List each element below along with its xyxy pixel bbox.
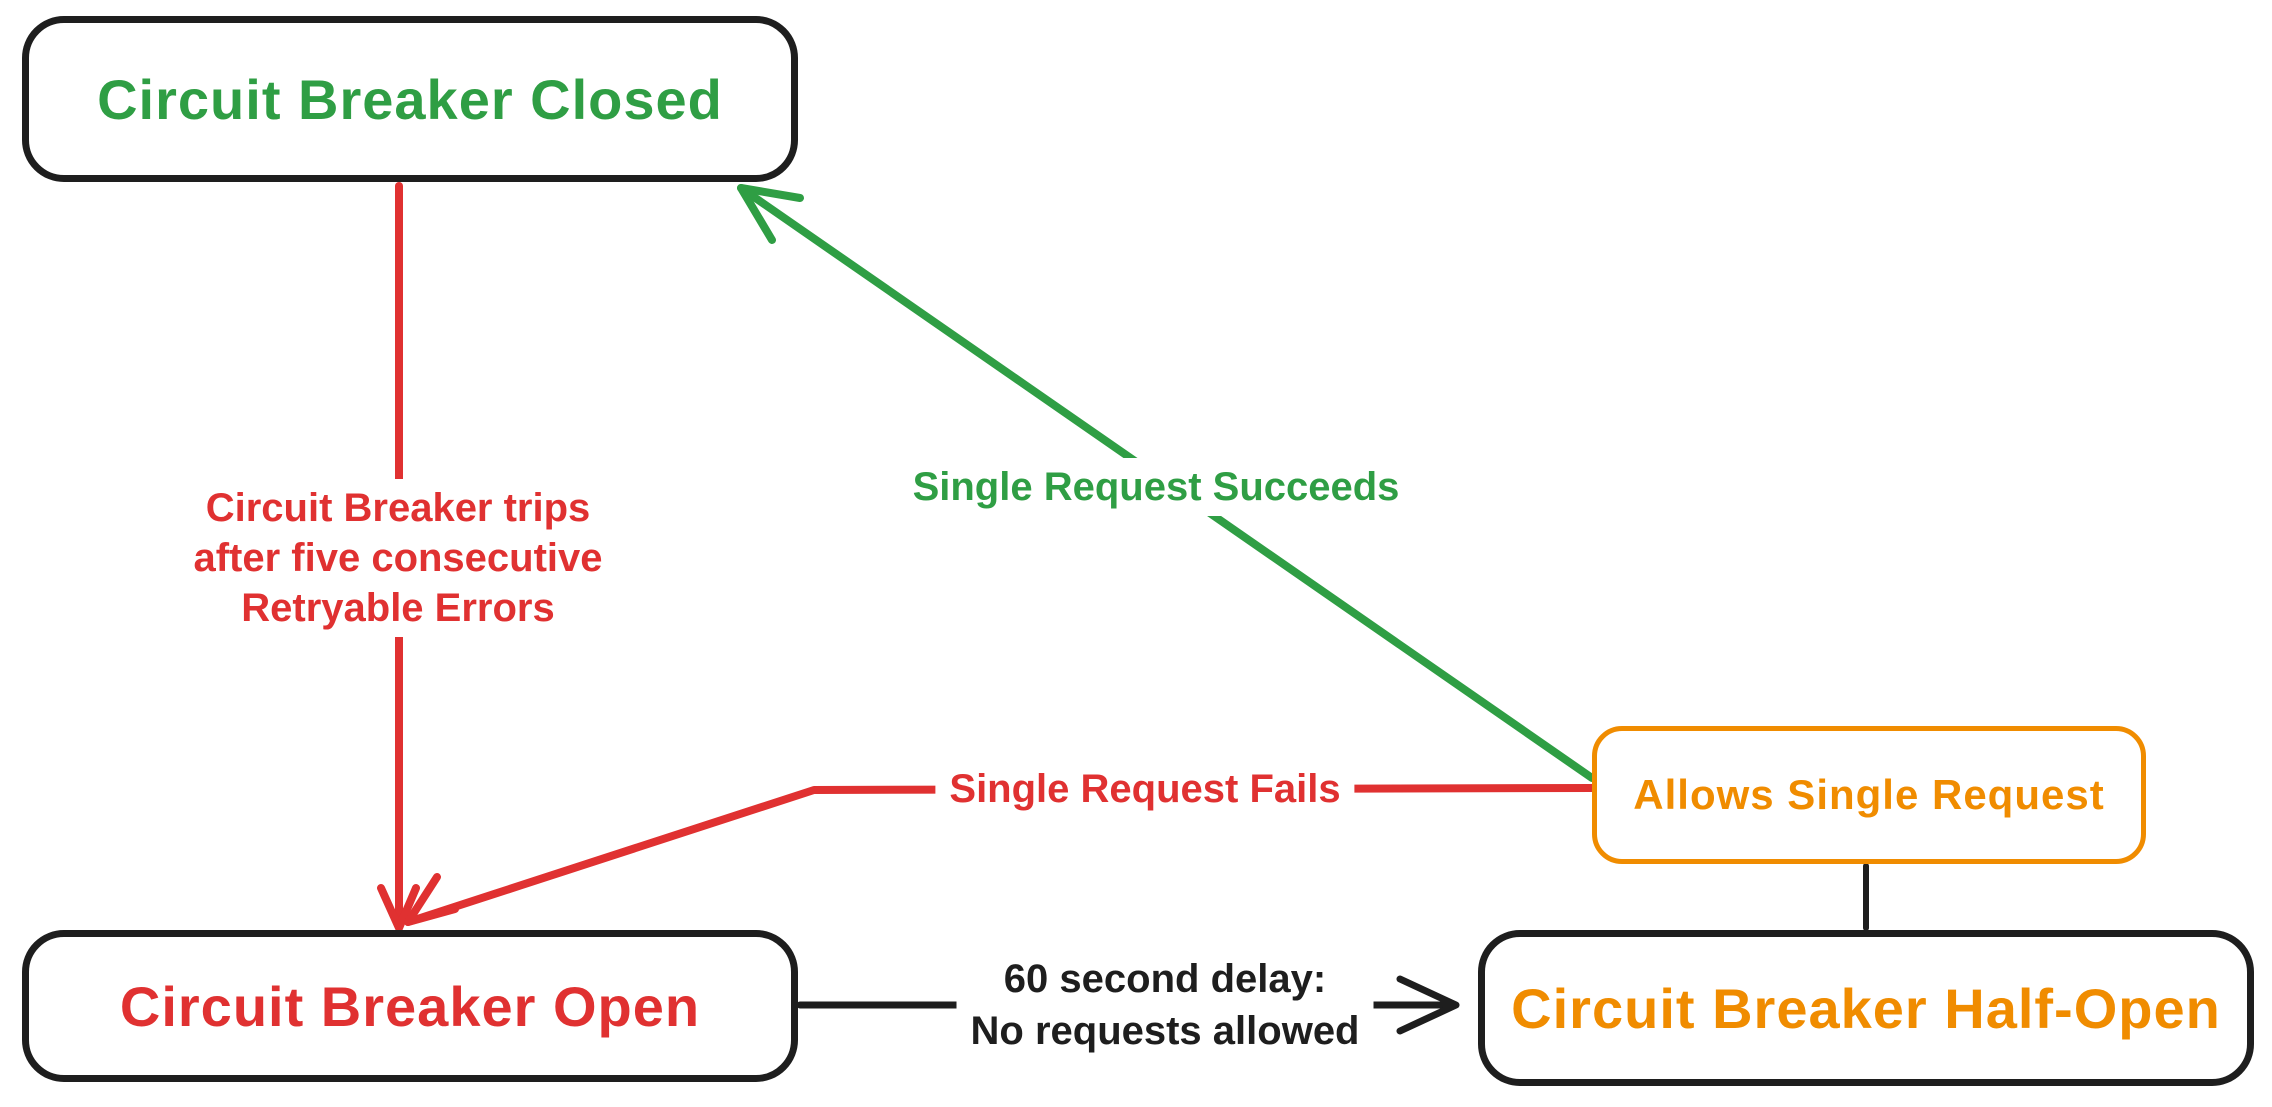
node-circuit-breaker-open-label: Circuit Breaker Open — [119, 974, 701, 1038]
edge-label-trips-line: Retryable Errors — [241, 586, 555, 630]
edge-label-delay: 60 second delay: No requests allowed — [956, 949, 1374, 1061]
edge-label-trips-line: after five consecutive — [193, 536, 603, 580]
edge-label-trips: Circuit Breaker trips after five consecu… — [179, 479, 617, 637]
edge-label-succeeds: Single Request Succeeds — [898, 458, 1414, 516]
node-allows-single-request-label: Allows Single Request — [1633, 771, 2105, 818]
node-circuit-breaker-closed-label: Circuit Breaker Closed — [97, 67, 723, 131]
node-circuit-breaker-open: Circuit Breaker Open — [22, 930, 798, 1082]
node-circuit-breaker-half-open: Circuit Breaker Half-Open — [1478, 930, 2254, 1086]
node-circuit-breaker-half-open-label: Circuit Breaker Half-Open — [1511, 976, 2221, 1040]
node-allows-single-request: Allows Single Request — [1592, 726, 2146, 864]
edge-label-trips-line: Circuit Breaker trips — [205, 486, 591, 530]
edge-label-delay-line: No requests allowed — [970, 1009, 1360, 1053]
node-circuit-breaker-closed: Circuit Breaker Closed — [22, 16, 798, 182]
edge-label-fails: Single Request Fails — [935, 760, 1355, 818]
edge-label-delay-line: 60 second delay: — [1003, 957, 1327, 1001]
